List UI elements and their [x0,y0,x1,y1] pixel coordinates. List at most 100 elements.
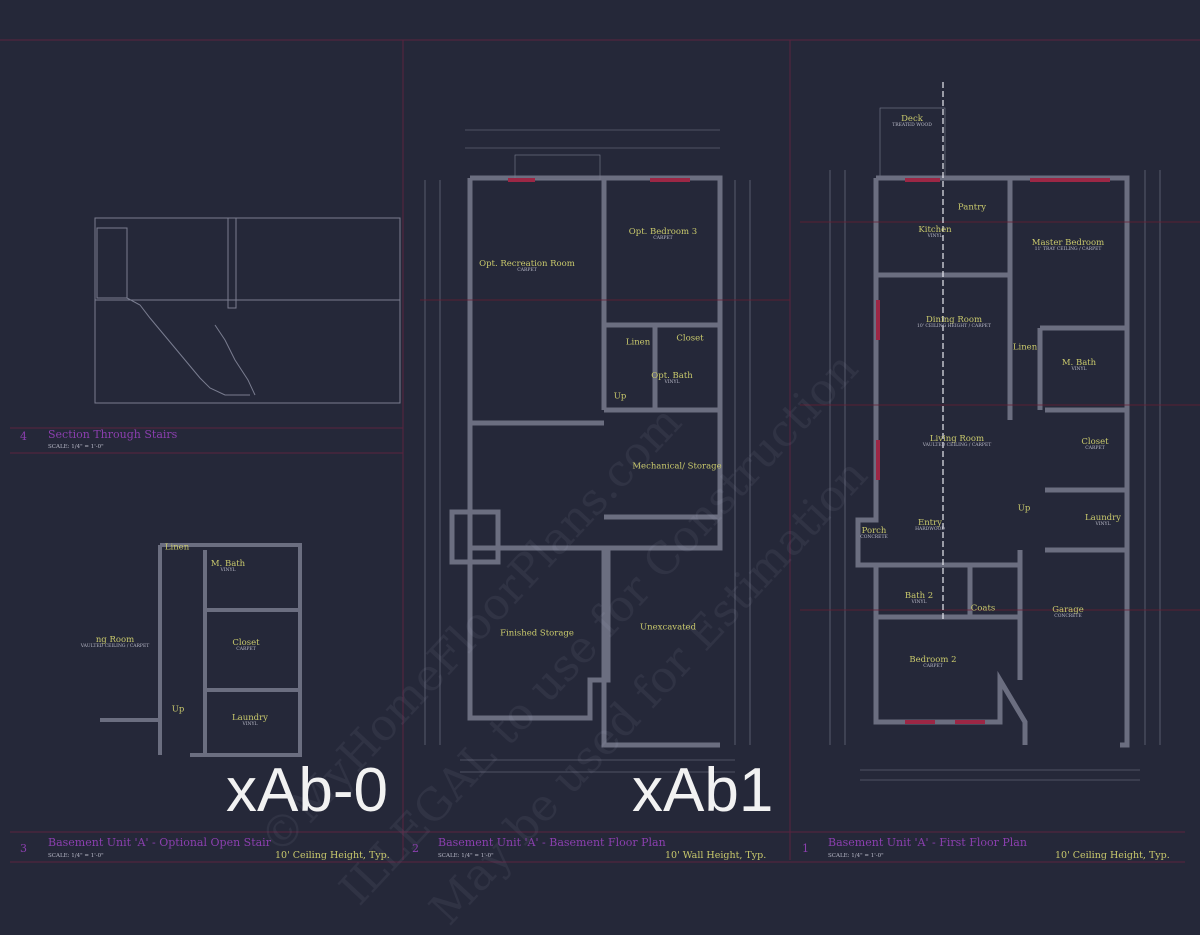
room-name: Laundry [1085,513,1121,524]
room-label: Closet [676,333,704,344]
room-name: Bedroom 2 [909,655,957,666]
room-name: Closet [676,333,704,344]
title-block-3-note: 10' Ceiling Height, Typ. [275,850,390,861]
room-name: Unexcavated [639,622,697,633]
room-label: Linen [625,337,651,348]
room-label: Finished Storage [500,628,574,639]
room-name: Opt. Recreation Room [479,259,575,270]
stair-section [94,217,401,404]
room-finish: CARPET [1085,446,1105,452]
room-finish: 11' TRAY CEILING / CARPET [1034,247,1102,253]
room-name: ng Room [95,635,135,646]
room-name: Up [1017,503,1031,514]
room-label: Up [171,704,185,715]
room-finish: VINYL [664,380,680,386]
section-number: 4 [20,430,27,443]
room-name: Bath 2 [904,591,934,602]
room-finish: CARPET [653,236,673,242]
title-block-1-note: 10' Ceiling Height, Typ. [1055,850,1170,861]
title-block-2-note: 10' Wall Height, Typ. [665,850,767,861]
room-name: Laundry [232,713,268,724]
title-block-3-scale: SCALE: 1/4" = 1'-0" [48,853,104,859]
title-block-3-number: 3 [20,842,27,855]
room-label: Coats [970,603,996,614]
title-block-3-title: Basement Unit 'A' - Optional Open Stair [48,836,271,849]
room-finish: HARDWOOD [915,527,945,533]
room-finish: VINYL [220,568,236,574]
room-name: Dining Room [925,315,983,326]
overlay-label-right: xAb1 [632,756,774,825]
room-name: Pantry [957,202,987,213]
room-finish: VAULTED CEILING / CARPET [922,443,992,449]
title-block-2-title: Basement Unit 'A' - Basement Floor Plan [438,836,666,849]
title-block-1-scale: SCALE: 1/4" = 1'-0" [828,853,884,859]
room-finish: VINYL [911,600,927,606]
room-name: Opt. Bath [651,371,693,382]
room-finish: CARPET [517,268,537,274]
room-name: Entry [918,518,942,529]
room-name: Mechanical/ Storage [632,461,722,472]
room-name: Kitchen [918,225,952,236]
room-finish: VAULTED CEILING / CARPET [80,644,150,650]
section-title: Section Through Stairs [48,428,178,441]
room-name: M. Bath [1061,358,1097,369]
room-finish: CARPET [236,647,256,653]
overlay-label-left: xAb-0 [226,756,388,825]
room-label: Unexcavated [639,622,697,633]
open-stair-plan-walls [100,543,302,757]
title-block-1-number: 1 [802,842,809,855]
room-finish: VINYL [927,234,943,240]
room-label: Linen [1012,342,1038,353]
title-block-2-number: 2 [412,842,419,855]
room-finish: CONCRETE [860,535,888,541]
room-name: Finished Storage [500,628,574,639]
room-name: Coats [970,603,996,614]
room-label: Pantry [957,202,987,213]
room-name: Closet [232,638,260,649]
room-label: Linen [164,542,190,553]
room-name: Opt. Bedroom 3 [628,227,698,238]
room-name: Closet [1081,437,1109,448]
room-finish: CONCRETE [1054,614,1082,620]
room-name: Porch [861,526,887,537]
room-name: Deck [901,114,923,125]
room-name: Linen [1012,342,1038,353]
room-name: M. Bath [210,559,246,570]
room-name: Master Bedroom [1031,238,1105,249]
room-finish: VINYL [242,722,258,728]
room-finish: VINYL [1071,367,1087,373]
room-name: Up [171,704,185,715]
room-finish: 10' CEILING HEIGHT / CARPET [917,324,991,330]
room-name: Linen [164,542,190,553]
room-name: Linen [625,337,651,348]
room-finish: VINYL [1095,522,1111,528]
cad-linework [0,39,1200,863]
section-scale: SCALE: 1/4" = 1'-0" [48,444,104,450]
first-floor-plan-walls [855,175,1130,748]
room-name: Garage [1052,605,1084,616]
room-name: Living Room [929,434,985,445]
room-label: Up [614,392,627,402]
room-label: Mechanical/ Storage [632,461,722,472]
room-finish: CARPET [923,664,943,670]
title-block-2-scale: SCALE: 1/4" = 1'-0" [438,853,494,859]
